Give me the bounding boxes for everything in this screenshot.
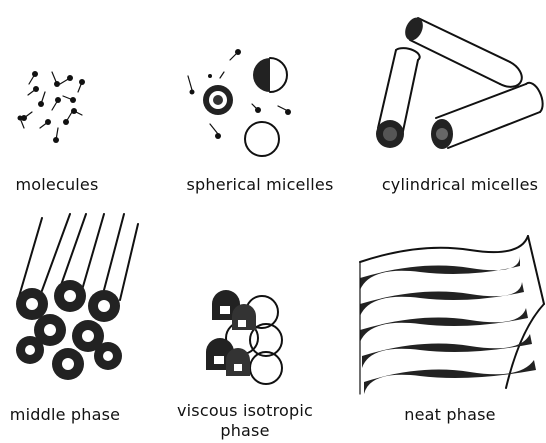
neat-phase-illustration [360, 236, 544, 394]
middle-phase-illustration [16, 214, 138, 380]
spherical-micelles-illustration [188, 49, 291, 156]
molecules-illustration [18, 71, 86, 143]
viscous-isotropic-illustration [206, 290, 282, 384]
cylindrical-micelles-illustration [376, 15, 543, 149]
